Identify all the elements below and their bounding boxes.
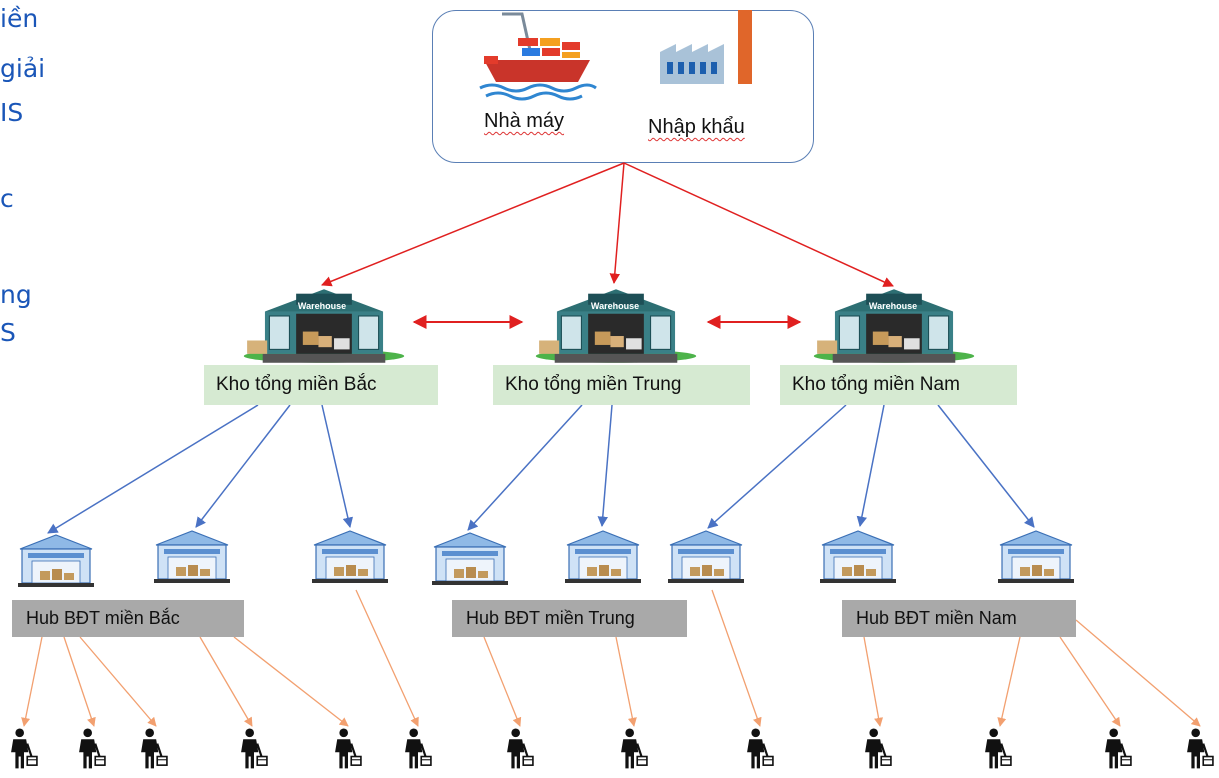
arrow-trung-hub-1 <box>467 404 583 531</box>
hub-label-bac: Hub BĐT miền Bắc <box>12 600 244 637</box>
hub-icon-1 <box>18 534 94 588</box>
side-text-2: giải <box>0 54 46 83</box>
kho-label-nam: Kho tổng miền Nam <box>780 365 1017 405</box>
arrow-to-kho-nam <box>623 162 894 287</box>
arrow-bac-hub-3 <box>321 404 354 529</box>
warehouse-trung-icon: Warehouse <box>535 288 697 364</box>
arrow-bac-hub-1 <box>47 404 259 534</box>
shopper-with-basket-icon <box>1186 728 1214 770</box>
shopper-with-basket-icon <box>984 728 1012 770</box>
shopper-with-basket-icon <box>864 728 892 770</box>
arrow-bac-hub-2 <box>195 404 291 528</box>
shopper-with-basket-icon <box>506 728 534 770</box>
shopper-with-basket-icon <box>1104 728 1132 770</box>
hub-icon-8 <box>998 530 1074 584</box>
warehouse-nam-icon: Warehouse <box>813 288 975 364</box>
shopper-with-basket-icon <box>404 728 432 770</box>
shopper-with-basket-icon <box>334 728 362 770</box>
shopper-with-basket-icon <box>78 728 106 770</box>
warehouse-bac-icon: Warehouse <box>243 288 405 364</box>
side-text-6: S <box>0 318 16 347</box>
customers <box>10 728 1214 770</box>
arrow-to-kho-trung <box>609 162 625 285</box>
arrow-nam-hub-3 <box>937 404 1035 528</box>
warehouse-sign: Warehouse <box>298 301 346 311</box>
side-text-4: c <box>0 184 14 213</box>
side-text-5: ng <box>0 280 32 309</box>
shopper-with-basket-icon <box>140 728 168 770</box>
warehouse-sign: Warehouse <box>869 301 917 311</box>
source-label-nha-may: Nhà máy <box>484 110 565 132</box>
hub-to-customer-arrows <box>21 589 1201 727</box>
arrow-nam-hub-1 <box>707 404 847 529</box>
hub-icon-5 <box>565 530 641 584</box>
kho-label-trung: Kho tổng miền Trung <box>493 365 750 405</box>
side-text-3: IS <box>0 98 24 127</box>
shopper-with-basket-icon <box>240 728 268 770</box>
hub-icon-2 <box>154 530 230 584</box>
hub-icon-6 <box>668 530 744 584</box>
hub-icon-3 <box>312 530 388 584</box>
hub-label-trung: Hub BĐT miền Trung <box>452 600 687 637</box>
kho-to-hub-arrows <box>47 404 1035 534</box>
hub-label-nam: Hub BĐT miền Nam <box>842 600 1076 637</box>
hub-icon-7 <box>820 530 896 584</box>
warehouse-sign: Warehouse <box>591 301 639 311</box>
source-label-nhap-khau: Nhập khẩu <box>648 116 745 138</box>
arrow-nam-hub-2 <box>856 404 885 528</box>
shopper-with-basket-icon <box>746 728 774 770</box>
arrow-trung-hub-2 <box>597 404 613 528</box>
factory-icon <box>660 10 752 84</box>
shopper-with-basket-icon <box>620 728 648 770</box>
shopper-with-basket-icon <box>10 728 38 770</box>
arrow-to-kho-bac <box>321 162 625 287</box>
side-text-1: iền <box>0 4 39 33</box>
cargo-ship-icon <box>479 12 597 101</box>
hub-icon-4 <box>432 532 508 586</box>
source-arrows <box>321 162 894 287</box>
kho-label-bac: Kho tổng miền Bắc <box>204 365 438 405</box>
